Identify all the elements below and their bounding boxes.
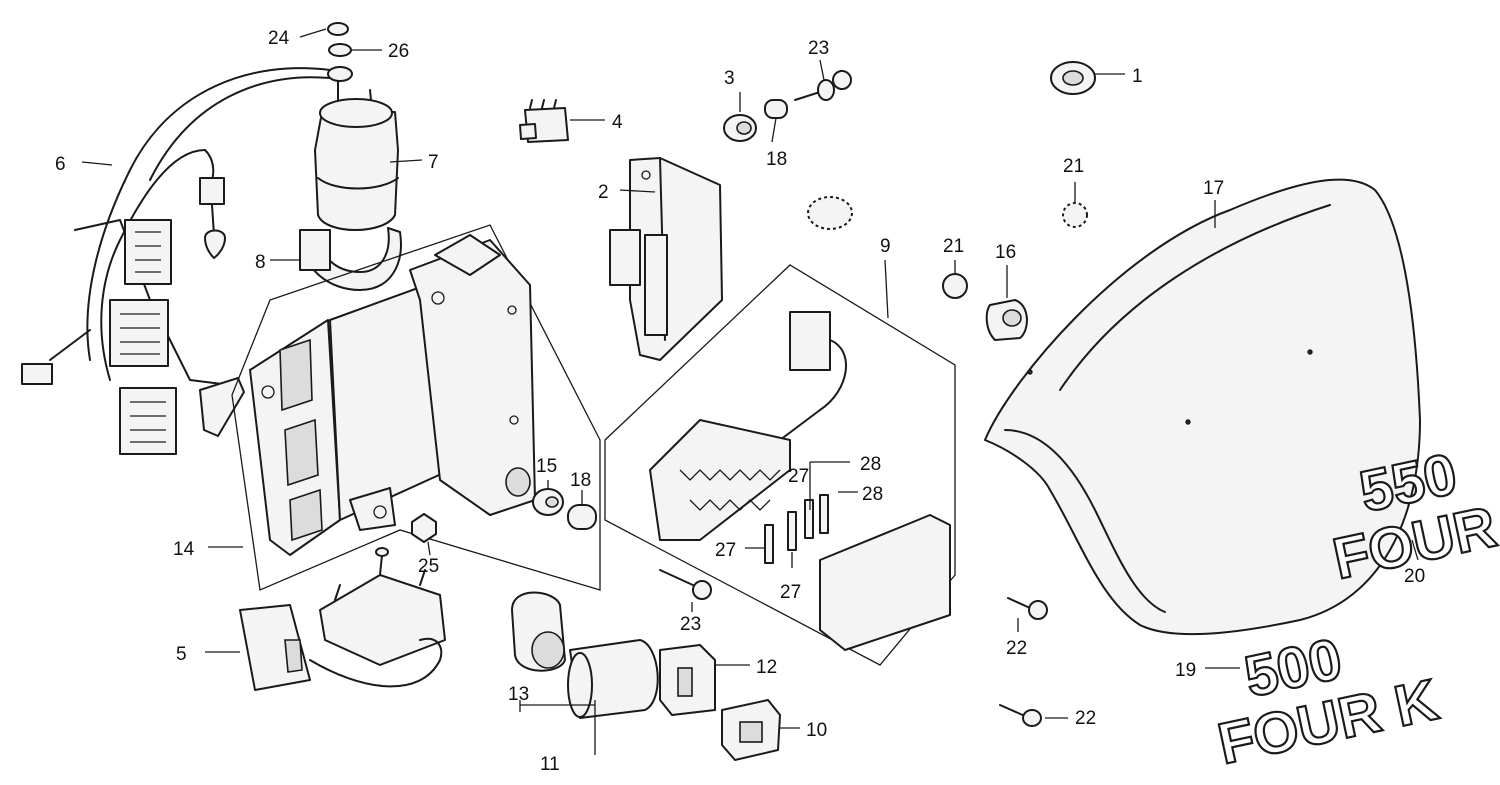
screws-22 (999, 597, 1048, 727)
regulator-part (609, 157, 723, 361)
relay-10-part (721, 699, 781, 761)
callout-27-top: 27 (788, 466, 809, 487)
callout-7: 7 (428, 152, 439, 173)
callout-18-top: 18 (766, 149, 787, 170)
callout-18-lower: 18 (570, 470, 591, 491)
bolt-23-lower (659, 569, 712, 600)
callout-4: 4 (612, 112, 623, 133)
horn-part (511, 591, 659, 755)
callout-23-lower: 23 (680, 614, 701, 635)
callout-17: 17 (1203, 178, 1224, 199)
nut-part (411, 513, 437, 543)
callout-16: 16 (995, 242, 1016, 263)
callout-21-left: 21 (943, 236, 964, 257)
wire-harness-part (21, 67, 331, 455)
callout-6: 6 (55, 154, 66, 175)
callout-26: 26 (388, 41, 409, 62)
callout-15: 15 (536, 456, 557, 477)
callout-27-left: 27 (715, 540, 736, 561)
callout-5: 5 (176, 644, 187, 665)
callout-20: 20 (1404, 566, 1425, 587)
relay-12-part (659, 644, 716, 716)
ignition-switch-part (299, 22, 402, 291)
callout-labels: 1 2 3 4 5 6 7 8 9 10 11 12 13 14 15 16 1… (55, 28, 1425, 775)
grommet-part (807, 61, 1096, 230)
callout-28-top: 28 (860, 454, 881, 475)
connector-part (519, 99, 569, 143)
callout-8: 8 (255, 252, 266, 273)
callout-12: 12 (756, 657, 777, 678)
callout-9: 9 (880, 236, 891, 257)
callout-27-bottom: 27 (780, 582, 801, 603)
side-cover-part (984, 178, 1421, 636)
callout-23-top: 23 (808, 38, 829, 59)
collar-bolt-parts (723, 70, 852, 142)
starter-relay-part (239, 547, 446, 691)
battery-bracket-part (231, 224, 601, 591)
callout-10: 10 (806, 720, 827, 741)
callout-28-lower: 28 (862, 484, 883, 505)
callout-3: 3 (724, 68, 735, 89)
callout-14: 14 (173, 539, 195, 560)
callout-2: 2 (598, 182, 609, 203)
callout-22-upper: 22 (1006, 638, 1027, 659)
callout-22-lower: 22 (1075, 708, 1096, 729)
damper-16-part (985, 299, 1028, 341)
callout-25: 25 (418, 556, 439, 577)
callout-24: 24 (268, 28, 290, 49)
fuse-box-part (604, 264, 956, 666)
callout-1: 1 (1132, 66, 1143, 87)
callout-13: 13 (508, 684, 529, 705)
callout-21-right: 21 (1063, 156, 1084, 177)
collars-15-18 (532, 488, 597, 530)
callout-11: 11 (540, 754, 560, 775)
leader-lines (81, 28, 1419, 729)
emblem-19-part: 500 FOUR K (1211, 625, 1444, 778)
callout-19: 19 (1175, 660, 1196, 681)
